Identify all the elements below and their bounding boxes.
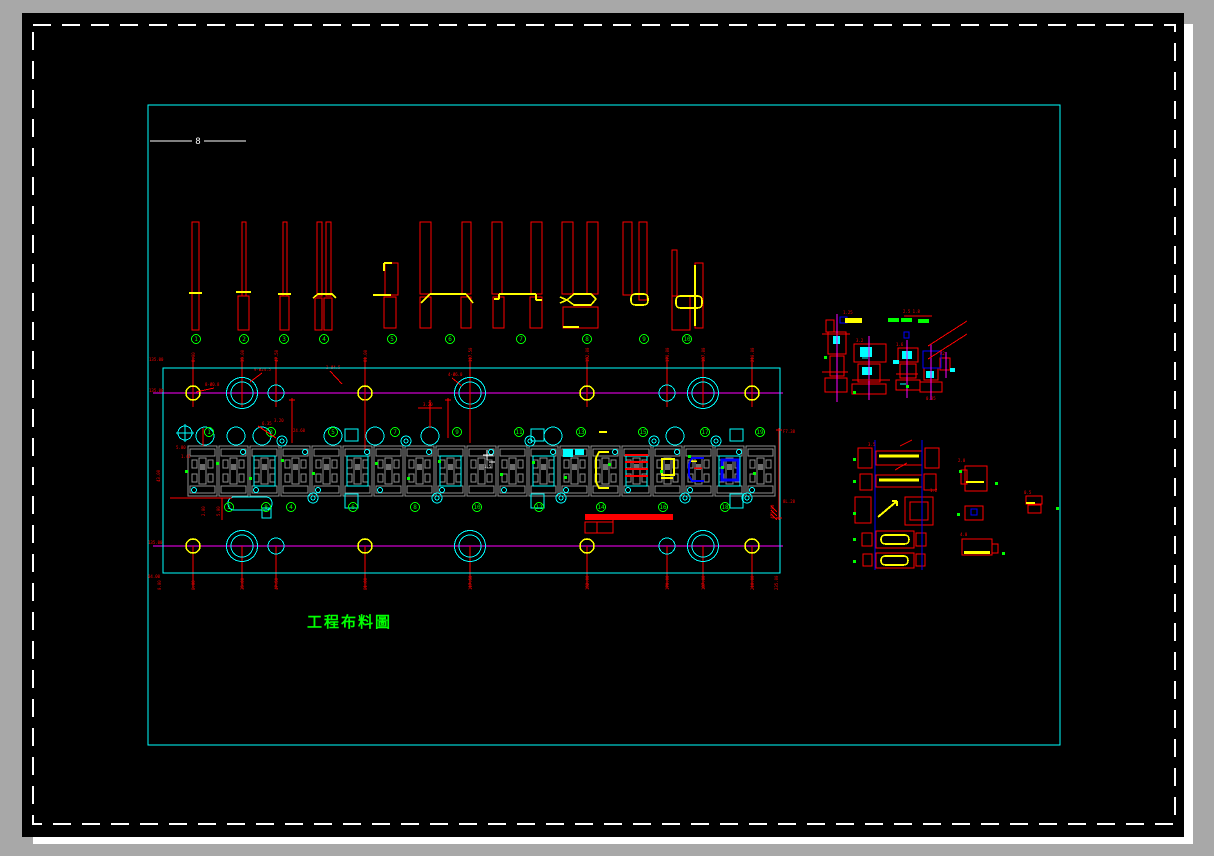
svg-text:0.5: 0.5 [1024,490,1032,495]
svg-text:187.00: 187.00 [701,575,706,590]
svg-text:6: 6 [448,336,452,343]
drawing-border [147,104,1061,746]
svg-text:235.00: 235.00 [774,575,779,590]
svg-text:0.35: 0.35 [926,396,936,401]
svg-text:12: 12 [535,504,543,511]
svg-text:135.00: 135.00 [149,357,164,362]
svg-text:5.80: 5.80 [176,445,186,450]
paper [22,13,1184,837]
svg-text:135.00: 135.00 [149,388,164,393]
svg-text:210.00: 210.00 [750,347,755,362]
station-white-dims: 1.5 [483,450,495,469]
svg-text:1.25: 1.25 [843,310,853,315]
svg-text:170.00: 170.00 [665,347,670,362]
svg-text:17: 17 [701,429,709,436]
svg-text:2.5 1.8: 2.5 1.8 [903,309,920,314]
svg-text:1: 1 [207,429,211,436]
svg-text:2.00: 2.00 [201,506,206,516]
svg-text:3.5: 3.5 [868,442,876,447]
svg-text:8L.28: 8L.28 [783,499,796,504]
svg-text:2.0: 2.0 [958,458,966,463]
svg-text:9: 9 [455,429,459,436]
strip-right-dimension: F7.38 8L.28 4P3.00 [770,428,796,521]
svg-text:R2: R2 [940,351,945,356]
svg-text:15: 15 [639,429,647,436]
svg-text:18: 18 [721,504,729,511]
svg-text:5.00: 5.00 [216,506,221,516]
svg-text:0.00: 0.00 [157,580,162,590]
pilot-bands: 8.008.0035.0035.0047.5047.5081.0081.0011… [153,347,783,590]
punch-profiles: 1 2 3 4 5 6 7 8 9 10 [189,221,704,344]
svg-text:04.00: 04.00 [148,574,161,579]
svg-text:13: 13 [577,429,585,436]
svg-text:8: 8 [264,504,268,511]
svg-text:1.41: 1.41 [181,454,191,459]
svg-text:F7.38: F7.38 [783,429,796,434]
svg-text:8-Ø0.8: 8-Ø0.8 [205,382,220,387]
svg-text:1.2: 1.2 [930,488,938,493]
svg-text:5: 5 [331,429,335,436]
plate-left-labels: 135.00 135.00 135.00 04.00 [148,357,164,579]
drawing-title: 工程布料圖 [307,613,392,631]
svg-text:4-Ø6.0: 4-Ø6.0 [448,372,463,377]
svg-text:4.0: 4.0 [960,532,968,537]
svg-text:6: 6 [351,504,355,511]
svg-text:10: 10 [683,336,691,343]
svg-text:35.00: 35.00 [240,349,245,362]
svg-text:14: 14 [597,504,605,511]
svg-text:6.35: 6.35 [262,421,272,426]
svg-text:8.00: 8.00 [191,352,196,362]
svg-text:19: 19 [756,429,764,436]
svg-text:187.00: 187.00 [701,347,706,362]
svg-text:3.20: 3.20 [274,418,284,423]
svg-text:8: 8 [413,504,417,511]
svg-text:81.00: 81.00 [363,349,368,362]
svg-text:3: 3 [282,336,286,343]
svg-text:5: 5 [390,336,394,343]
svg-text:170.00: 170.00 [665,575,670,590]
svg-text:1.5: 1.5 [484,464,492,469]
svg-text:8: 8 [585,336,589,343]
right-bottom-detail: 3.5 1.2 2.0 0.5 4.0 [853,439,1059,570]
section-bar [584,514,673,534]
svg-text:4P3.00: 4P3.00 [770,504,775,519]
svg-text:81.00: 81.00 [363,577,368,590]
svg-text:135.00: 135.00 [148,540,163,545]
svg-text:210.00: 210.00 [750,575,755,590]
svg-text:43.00: 43.00 [156,469,161,482]
svg-text:117.50: 117.50 [468,347,473,362]
svg-text:117.50: 117.50 [468,575,473,590]
right-top-detail: 1.25 2.5 1.8R2 0.35 3.2 1.6 [822,309,968,402]
svg-text:47.50: 47.50 [274,577,279,590]
svg-text:1: 1 [194,336,198,343]
svg-text:47.50: 47.50 [274,349,279,362]
svg-text:4: 4 [322,336,326,343]
svg-text:35.00: 35.00 [240,577,245,590]
svg-text:16: 16 [659,504,667,511]
svg-text:24.60: 24.60 [293,428,306,433]
svg-text:4: 4 [289,504,293,511]
margin-dashed-border [32,24,1176,825]
svg-text:10: 10 [473,504,481,511]
svg-text:9-Ø24.5: 9-Ø24.5 [254,367,271,372]
svg-text:9: 9 [642,336,646,343]
svg-text:1.6: 1.6 [896,342,904,347]
scale-label: 8 [195,137,200,147]
svg-text:3.2: 3.2 [856,338,864,343]
svg-text:7: 7 [519,336,523,343]
svg-text:2: 2 [227,504,231,511]
svg-text:152.00: 152.00 [585,575,590,590]
svg-text:8.00: 8.00 [191,580,196,590]
svg-text:3: 3 [269,429,273,436]
scale-indicator: 8 [150,137,246,147]
svg-text:7: 7 [393,429,397,436]
svg-text:2: 2 [242,336,246,343]
svg-text:3.20: 3.20 [423,402,433,407]
svg-text:11: 11 [515,429,523,436]
svg-text:152.00: 152.00 [585,347,590,362]
